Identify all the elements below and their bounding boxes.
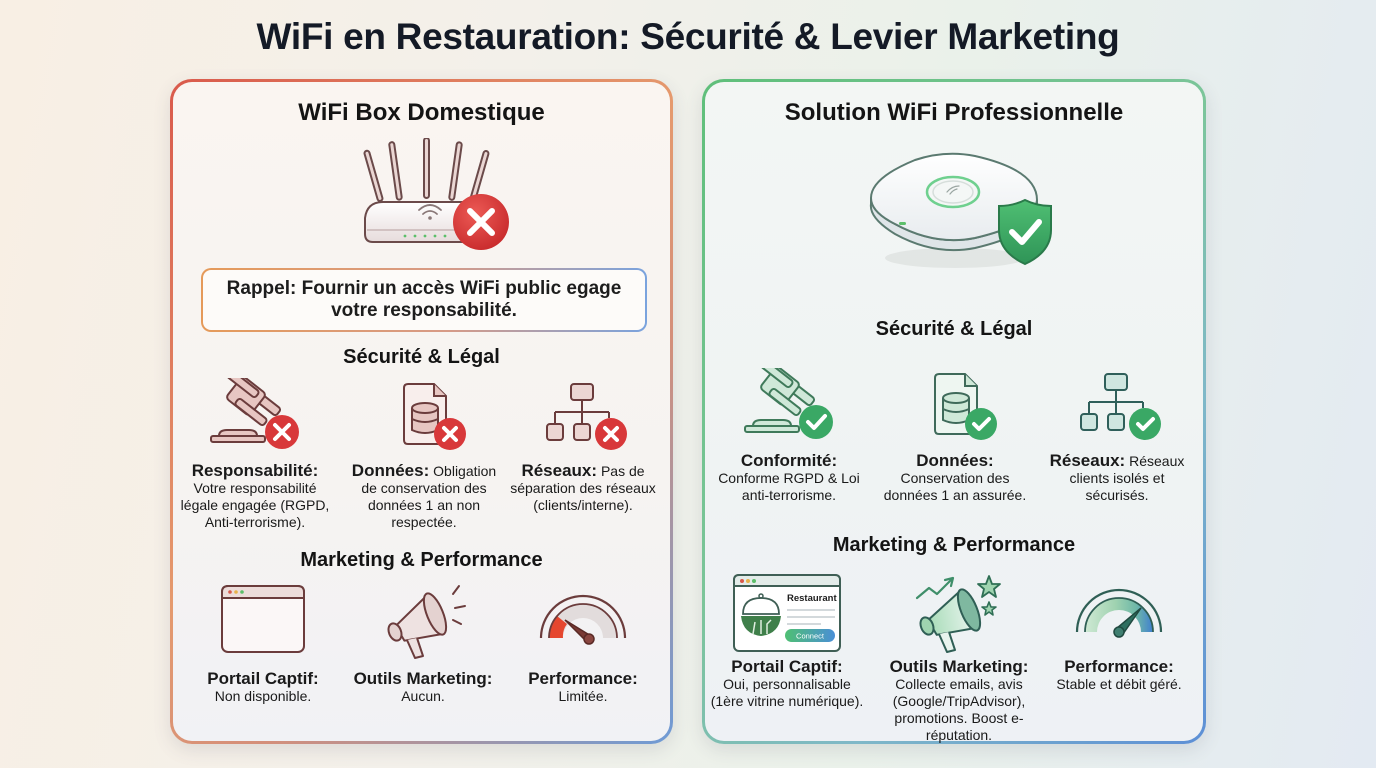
captive-portal-browser-icon: Restaurant Connect	[733, 574, 841, 652]
feature-label: Données:	[916, 451, 994, 470]
section-title-marketing-right: Marketing & Performance	[832, 534, 1076, 556]
feature-network-separation: Réseaux: Pas de séparation des réseaux (…	[503, 378, 663, 514]
portal-restaurant-name: Restaurant	[787, 593, 837, 604]
section-title-marketing-left: Marketing & Performance	[300, 549, 543, 571]
speedometer-high-icon	[1075, 588, 1163, 638]
feature-label: Outils Marketing:	[353, 669, 493, 688]
reminder-box-border: Rappel: Fournir un accès WiFi public ega…	[201, 268, 647, 332]
pro-solution-card-border: Solution WiFi Professionnelle Sécurité &…	[702, 79, 1206, 744]
feature-desc: Réseaux clients isolés et sécurisés.	[1069, 453, 1185, 503]
feature-desc: Limitée.	[558, 688, 608, 704]
megaphone-growth-stars-icon	[915, 575, 1001, 653]
gavel-x-icon	[210, 378, 299, 449]
feature-desc: Obligation de conservation des données 1…	[361, 463, 497, 530]
feature-desc: Collecte emails, avis (Google/TripAdviso…	[892, 676, 1026, 743]
card-title-domestic: WiFi Box Domestique	[298, 99, 545, 126]
feature-desc: Aucun.	[401, 688, 445, 704]
feature-desc: Pas de séparation des réseaux (clients/i…	[510, 463, 656, 513]
pro-solution-card: Solution WiFi Professionnelle Sécurité &…	[705, 82, 1203, 744]
feature-network-isolation: Réseaux: Réseaux clients isolés et sécur…	[1037, 368, 1197, 504]
feature-captive-portal-pro: Restaurant Connect Portail Captif:Oui, p…	[707, 572, 867, 710]
section-title-security-left: Sécurité & Légal	[343, 346, 500, 368]
feature-desc: Non disponible.	[214, 688, 312, 704]
feature-data-retention: Données: Obligation de conservation des …	[344, 378, 504, 531]
feature-desc: Conforme RGPD & Loi anti-terrorisme.	[718, 470, 860, 503]
feature-compliance: Conformité:Conforme RGPD & Loi anti-terr…	[709, 368, 869, 504]
feature-label: Portail Captif:	[207, 669, 319, 688]
feature-label: Réseaux:	[521, 461, 598, 480]
feature-label: Réseaux:	[1049, 451, 1126, 470]
domestic-box-card-border: WiFi Box Domestique	[170, 79, 673, 744]
section-title-security-right: Sécurité & Légal	[875, 318, 1033, 340]
feature-performance-pro: Performance:Stable et débit géré.	[1039, 572, 1199, 693]
liability-reminder: Rappel: Fournir un accès WiFi public ega…	[203, 270, 645, 330]
database-document-x-icon	[403, 383, 466, 450]
home-router-with-x-icon	[363, 138, 509, 250]
domestic-box-card: WiFi Box Domestique	[173, 82, 670, 741]
feature-label: Conformité:	[740, 451, 838, 470]
card-title-pro: Solution WiFi Professionnelle	[784, 99, 1124, 126]
feature-performance: Performance:Limitée.	[503, 582, 663, 705]
feature-desc: Conservation des données 1 an assurée.	[883, 470, 1027, 503]
feature-marketing-tools: Outils Marketing:Aucun.	[343, 582, 503, 705]
feature-desc: Oui, personnalisable (1ère vitrine numér…	[710, 676, 864, 709]
database-document-check-icon	[934, 373, 997, 440]
feature-desc: Stable et débit géré.	[1056, 676, 1182, 692]
feature-liability: Responsabilité:Votre responsabilité léga…	[175, 378, 335, 531]
megaphone-icon	[387, 585, 466, 659]
empty-browser-window-icon	[221, 585, 305, 653]
feature-desc: Votre responsabilité légale engagée (RGP…	[180, 480, 330, 530]
feature-label: Outils Marketing:	[889, 657, 1029, 676]
network-hierarchy-check-icon	[1080, 373, 1161, 440]
feature-label: Données:	[351, 461, 430, 480]
gavel-check-icon	[744, 368, 833, 439]
page-title: WiFi en Restauration: Sécurité & Levier …	[256, 16, 1120, 57]
feature-label: Portail Captif:	[731, 657, 843, 676]
feature-data-retention-pro: Données:Conservation des données 1 an as…	[875, 368, 1035, 504]
feature-label: Performance:	[528, 669, 638, 688]
portal-connect-button: Connect	[796, 632, 825, 641]
feature-marketing-tools-pro: Outils Marketing:Collecte emails, avis (…	[871, 572, 1047, 744]
speedometer-low-icon	[539, 594, 627, 645]
feature-captive-portal: Portail Captif:Non disponible.	[183, 582, 343, 705]
feature-label: Performance:	[1064, 657, 1174, 676]
network-hierarchy-x-icon	[546, 383, 627, 450]
feature-label: Responsabilité:	[191, 461, 319, 480]
access-point-shield-check-icon	[869, 152, 1052, 268]
